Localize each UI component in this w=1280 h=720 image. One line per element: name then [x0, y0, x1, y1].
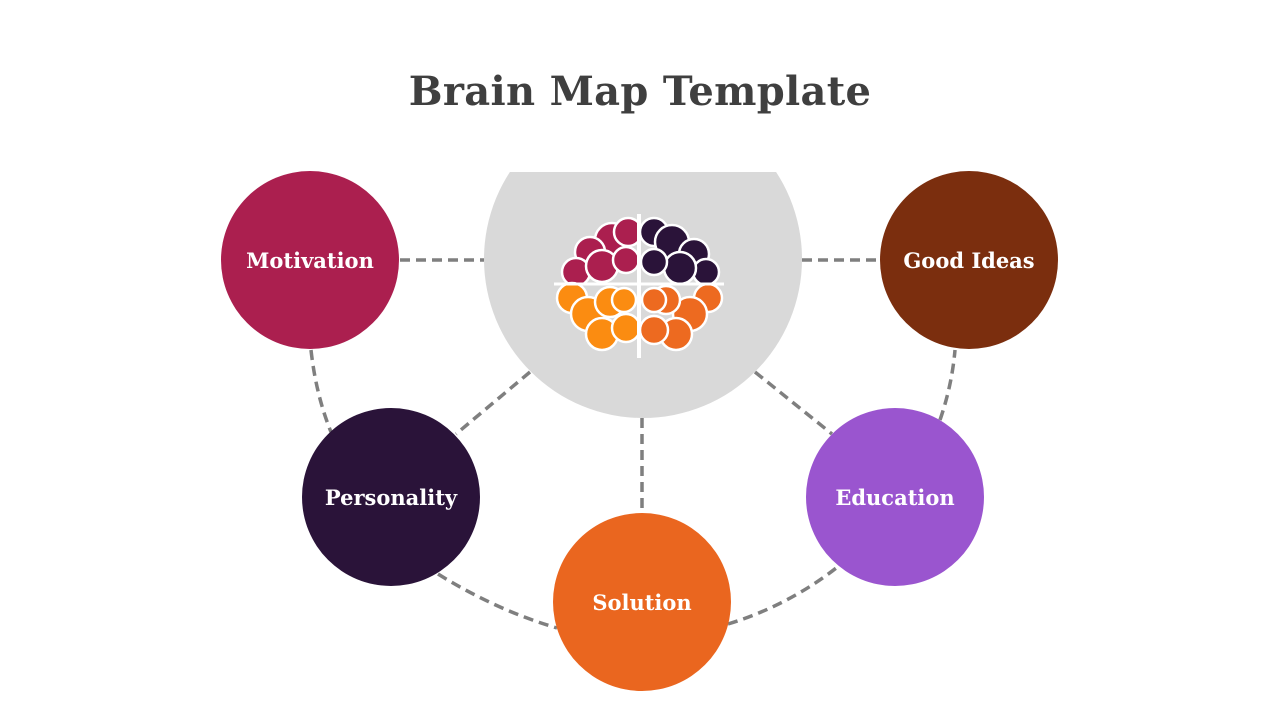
node-label-personality: Personality [324, 484, 458, 510]
arc-personality-solution [437, 572, 558, 630]
arc-education-good-ideas [938, 349, 957, 421]
node-label-motivation: Motivation [246, 247, 374, 273]
node-motivation: Motivation [221, 171, 399, 349]
brain-lobe-bottom-left [555, 281, 642, 352]
brain-lobe-top-right [638, 216, 721, 287]
node-label-solution: Solution [592, 589, 692, 615]
arc-solution-education [727, 563, 842, 626]
connector-hub-personality [454, 370, 532, 436]
node-label-good-ideas: Good Ideas [903, 247, 1035, 273]
brain-lobe-bottom-right [638, 282, 724, 352]
node-personality: Personality [302, 408, 480, 586]
node-solution: Solution [553, 513, 731, 691]
connector-hub-education [753, 370, 834, 436]
brain-lobe-top-left [560, 216, 644, 288]
brain-icon [554, 214, 724, 358]
arc-motivation-personality [309, 349, 333, 433]
slide-title: Brain Map Template [408, 68, 872, 115]
node-education: Education [806, 408, 984, 586]
node-good-ideas: Good Ideas [880, 171, 1058, 349]
node-label-education: Education [835, 484, 955, 510]
